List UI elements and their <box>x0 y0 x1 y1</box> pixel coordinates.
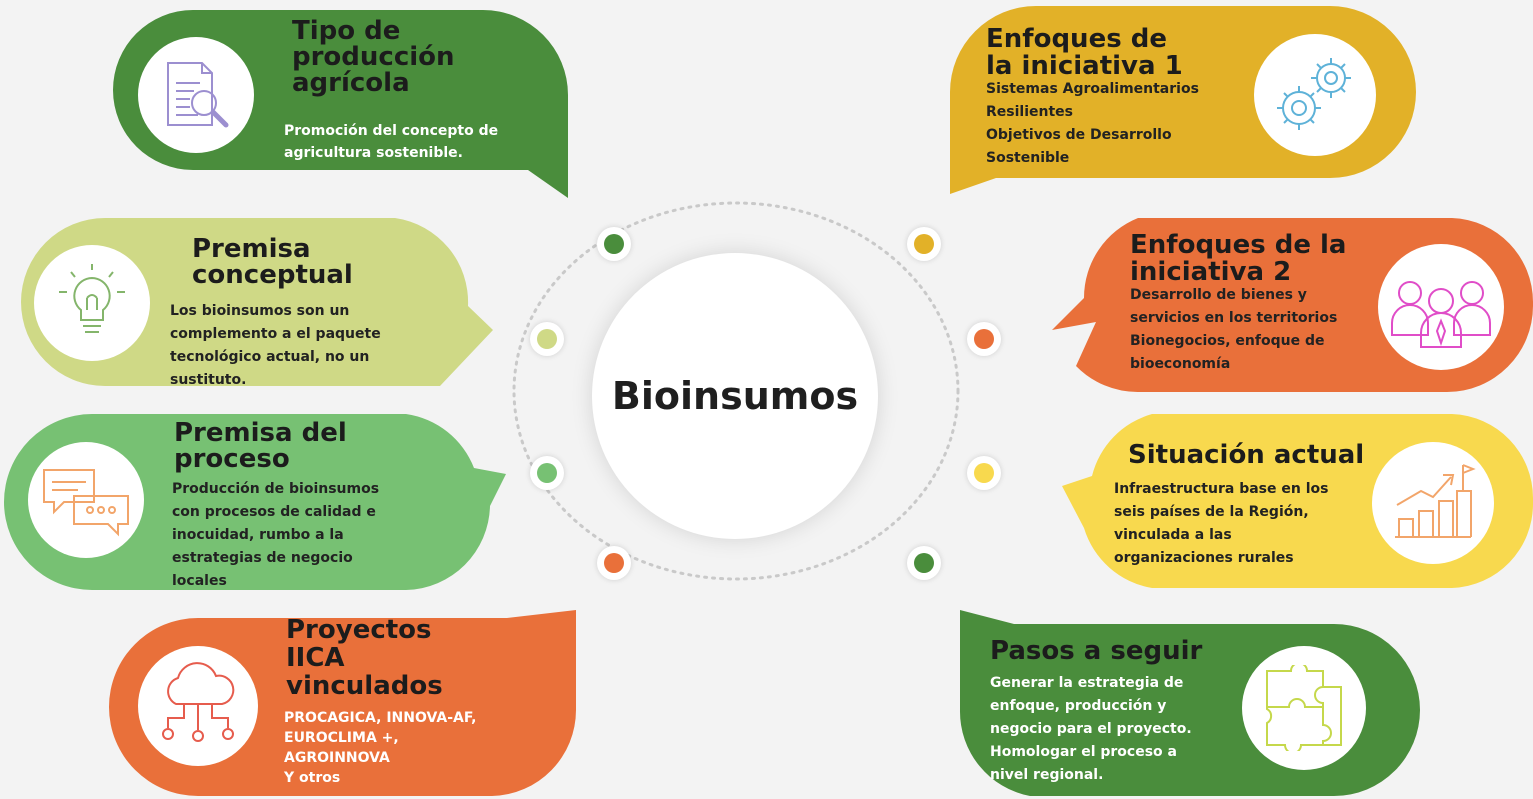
ring-dot <box>967 322 1001 356</box>
center-circle: Bioinsumos <box>592 253 878 539</box>
people-icon <box>1378 244 1504 370</box>
bubble-title: Situación actual <box>1128 440 1365 470</box>
bubble-situacion-actual: Situación actual Infraestructura base en… <box>1062 414 1533 588</box>
document-search-icon <box>138 37 254 153</box>
ring-dot <box>597 546 631 580</box>
cloud-network-icon <box>138 646 258 766</box>
ring-dot <box>530 322 564 356</box>
bubble-shape <box>21 218 493 386</box>
ring-dot <box>967 456 1001 490</box>
center-label: Bioinsumos <box>611 374 859 418</box>
puzzle-icon <box>1242 646 1366 770</box>
bubble-body: PROCAGICA, INNOVA-AF,EUROCLIMA +, AGROIN… <box>284 710 477 786</box>
bubble-title: Pasos a seguir <box>990 636 1203 666</box>
chat-bubbles-icon <box>28 442 144 558</box>
gears-icon <box>1254 34 1376 156</box>
bubble-shape <box>4 414 506 590</box>
growth-chart-icon <box>1372 442 1494 564</box>
dotted-ring <box>512 201 960 581</box>
lightbulb-icon <box>34 245 150 361</box>
ring-dot <box>907 227 941 261</box>
ring-dot <box>530 456 564 490</box>
ring-dot <box>597 227 631 261</box>
ring-dot <box>907 546 941 580</box>
